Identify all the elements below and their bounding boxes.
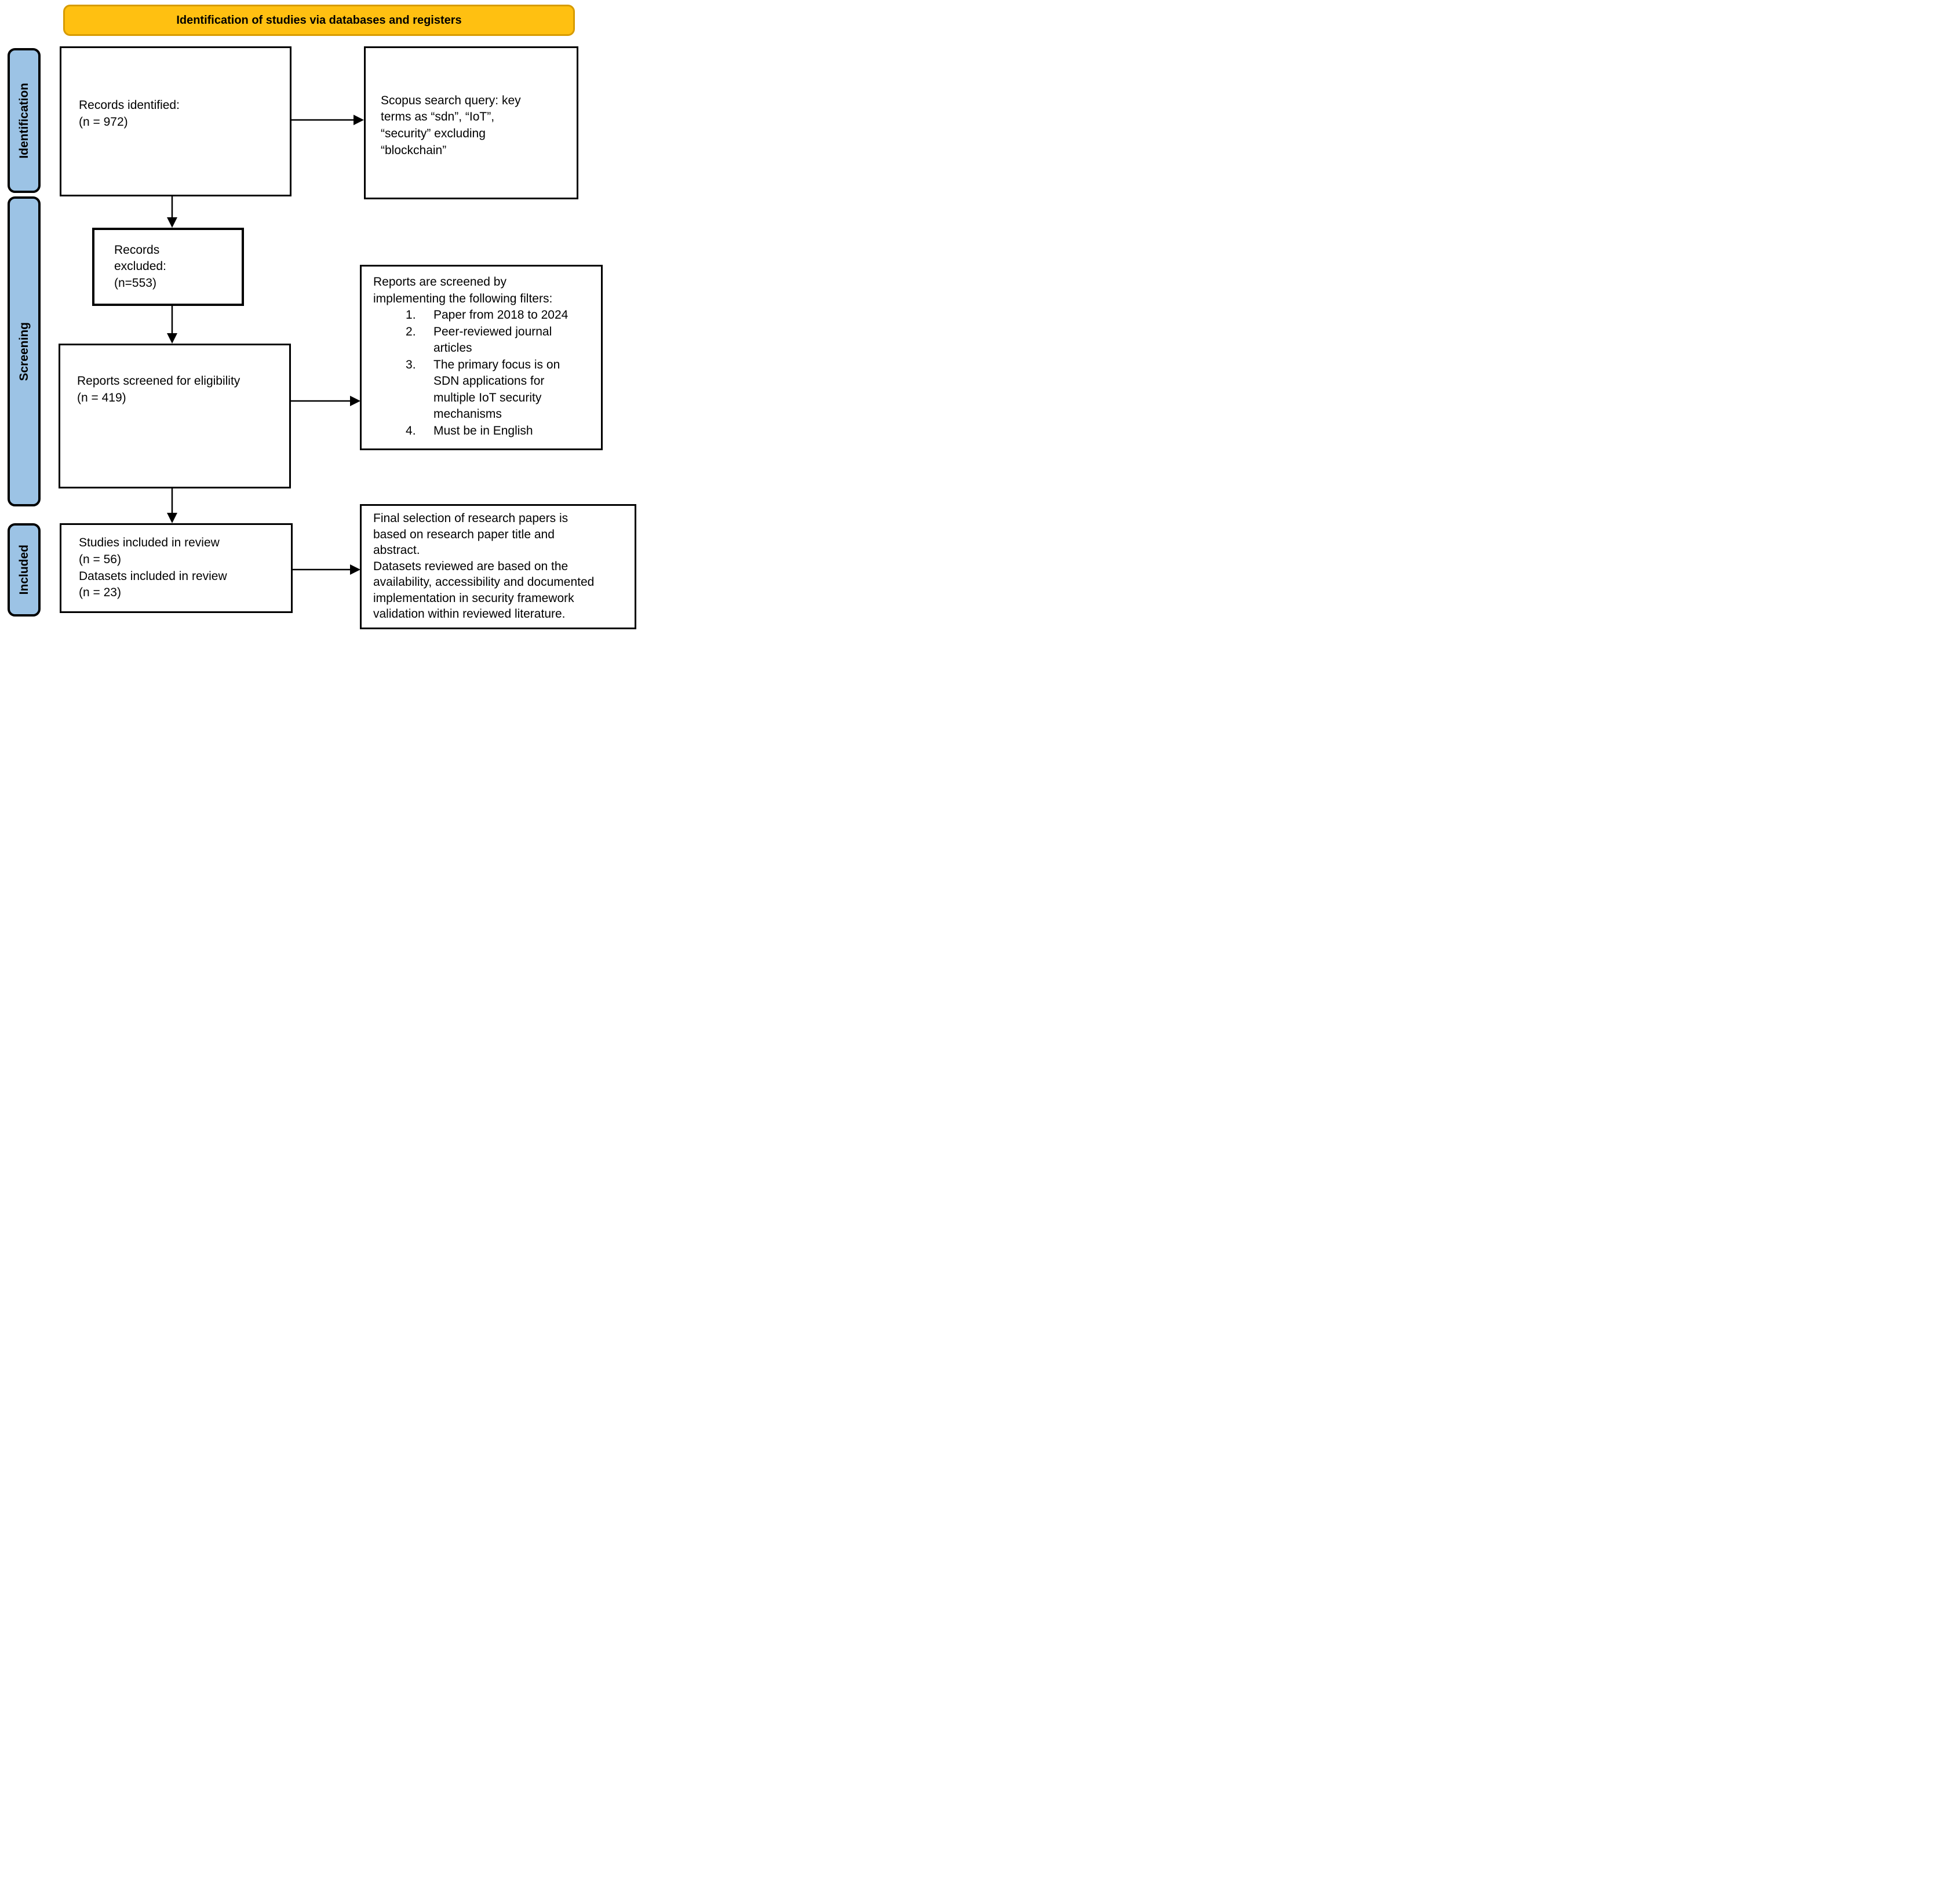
records-identified-text: Records identified: (n = 972) [79,98,180,129]
included-studies-text: Studies included in review (n = 56) Data… [79,536,227,600]
stage-label-screening: Screening [17,322,31,381]
scopus-search-query-text: Scopus search query: key terms as “sdn”,… [381,93,521,157]
arrow-records-identified-to-scopus [291,115,364,125]
filter-item-3: The primary focus is on SDN applications… [433,358,560,421]
filter-item-2: Peer-reviewed journal articles [433,324,552,355]
box-final-selection: Final selection of research papers is ba… [360,504,636,629]
arrow-records-identified-to-records-excluded [167,196,177,228]
arrow-records-excluded-to-reports-screened [167,306,177,344]
box-scopus-search-query: Scopus search query: key terms as “sdn”,… [364,46,578,199]
arrow-reports-screened-to-included-studies [167,488,177,523]
filter-item-4: Must be in English [433,424,533,437]
arrow-reports-screened-to-filters [291,396,360,406]
arrow-included-studies-to-final-selection [293,564,360,575]
final-selection-text: Final selection of research papers is ba… [373,512,595,621]
stage-bar-identification: Identification [8,48,41,193]
filter-item-1: Paper from 2018 to 2024 [433,308,569,322]
screening-filters-list: Paper from 2018 to 2024 Peer-reviewed jo… [373,307,594,439]
box-screening-filters: Reports are screened by implementing the… [360,265,603,450]
prisma-flow-diagram: Identification of studies via databases … [0,0,645,634]
stage-bar-included: Included [8,523,41,617]
banner-title: Identification of studies via databases … [63,5,575,36]
stage-label-identification: Identification [17,82,31,159]
stage-bar-screening: Screening [8,196,41,506]
stage-label-included: Included [17,545,31,595]
box-records-excluded: Records excluded: (n=553) [92,228,244,306]
screening-filters-intro: Reports are screened by implementing the… [373,275,553,305]
box-reports-screened: Reports screened for eligibility (n = 41… [59,344,291,488]
reports-screened-text: Reports screened for eligibility (n = 41… [77,374,240,404]
records-excluded-text: Records excluded: (n=553) [114,243,166,290]
box-included-studies: Studies included in review (n = 56) Data… [60,523,293,613]
box-records-identified: Records identified: (n = 972) [60,46,291,196]
